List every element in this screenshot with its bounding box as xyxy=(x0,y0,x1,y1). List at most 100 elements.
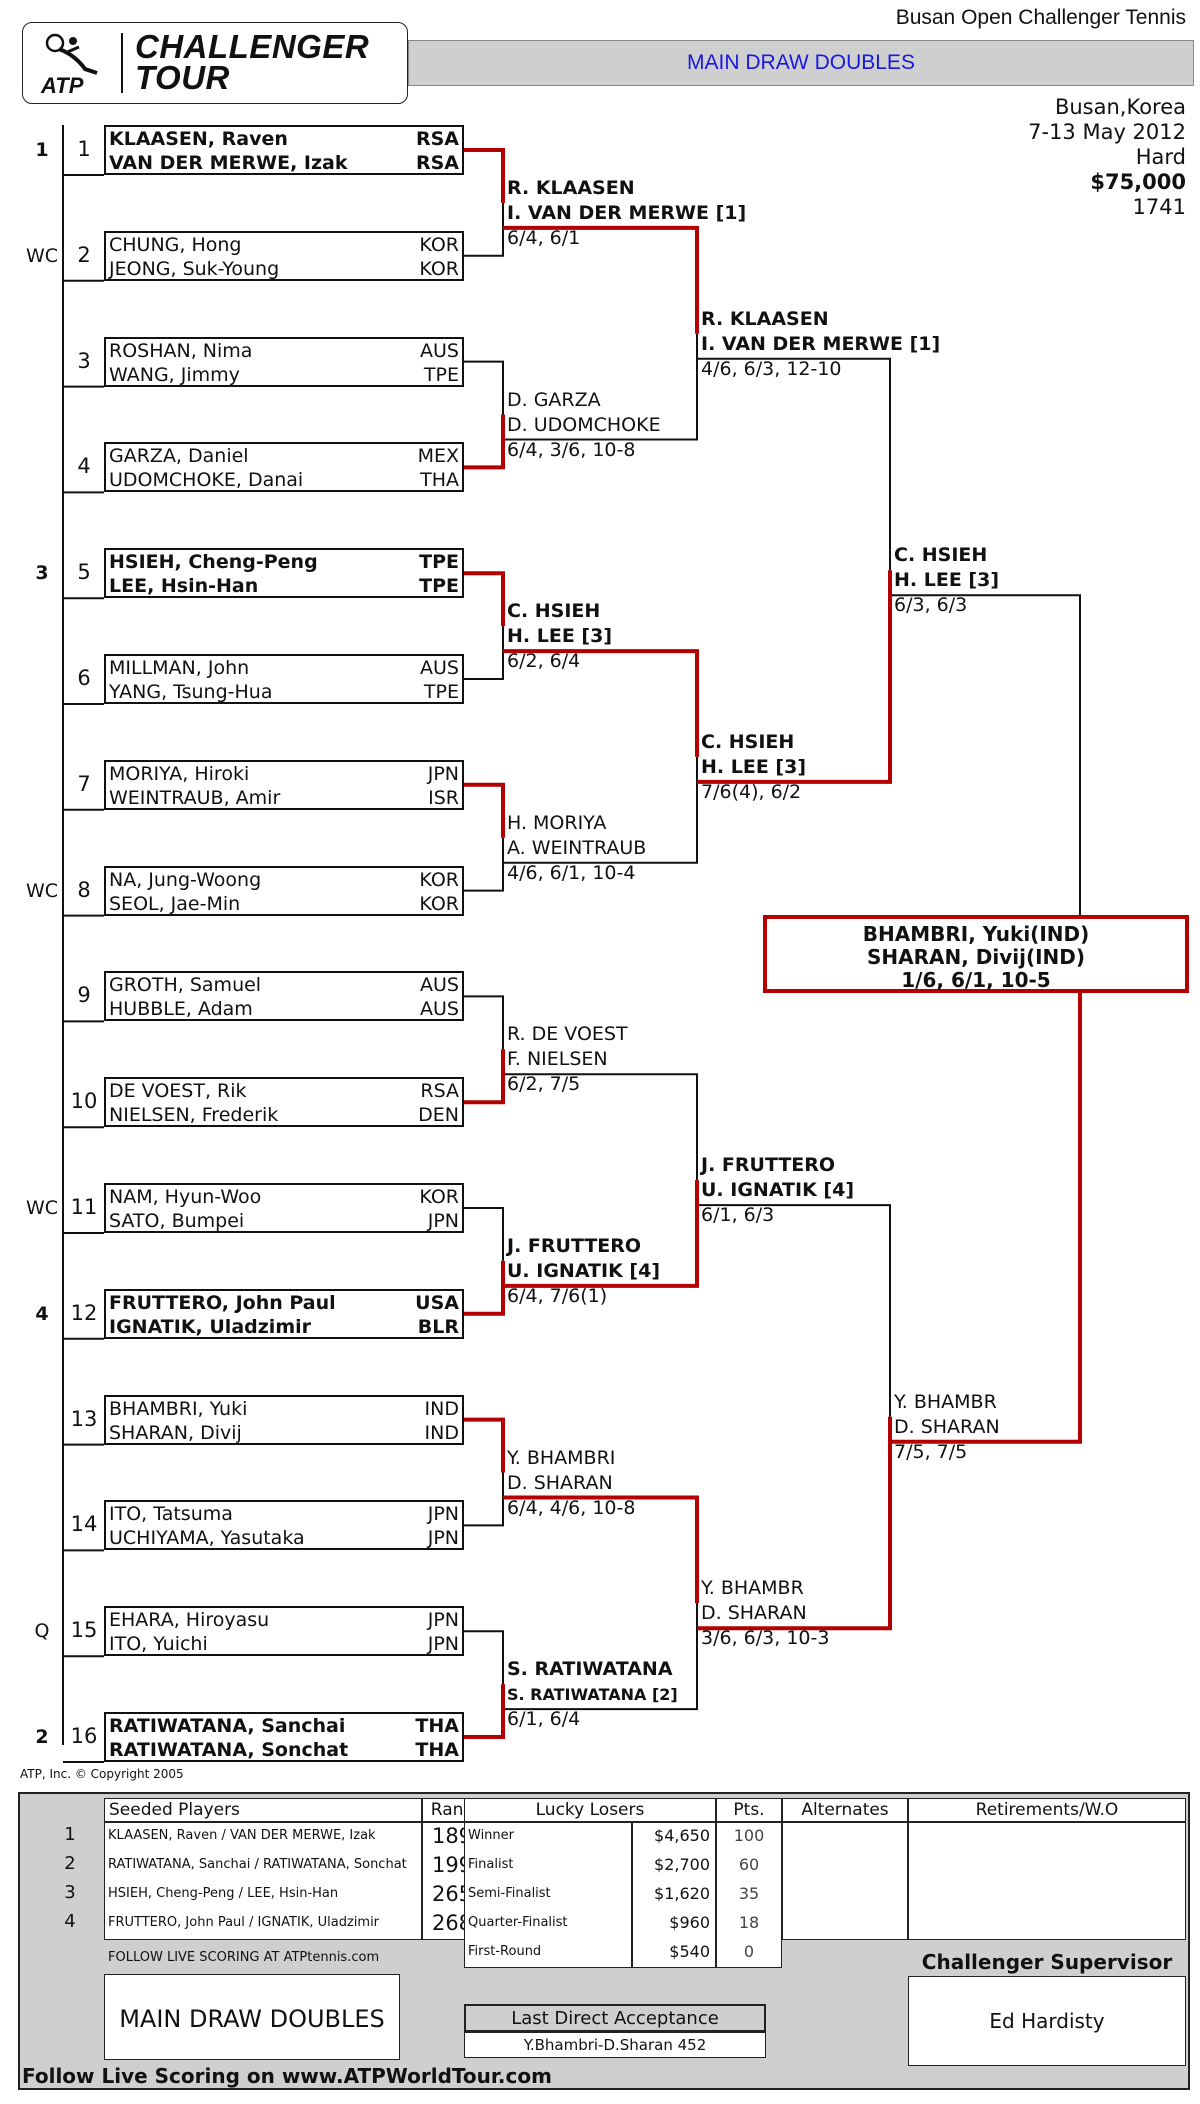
prize-points-cell xyxy=(716,1822,782,1968)
player-country: AUS xyxy=(420,657,459,679)
player-name: DE VOEST, Rik xyxy=(109,1080,247,1103)
round2-score: 6/4, 4/6, 10-8 xyxy=(507,1496,636,1519)
lda-value: Y.Bhambri-D.Sharan 452 xyxy=(523,2036,707,2054)
draw-number: 3 xyxy=(77,348,91,373)
logo-divider xyxy=(121,33,123,93)
player-name: WANG, Jimmy xyxy=(109,363,240,386)
round2-winner-line2: S. RATIWATANA [2] xyxy=(507,1685,678,1705)
player-name: YANG, Tsung-Hua xyxy=(109,681,273,703)
player-name: IGNATIK, Uladzimir xyxy=(109,1315,311,1338)
player-name: BHAMBRI, Yuki xyxy=(109,1397,248,1420)
player-name: RATIWATANA, Sanchai xyxy=(109,1715,346,1737)
player-name: SEOL, Jae-Min xyxy=(109,892,241,915)
player-country: AUS xyxy=(420,998,459,1021)
draw-number: 13 xyxy=(70,1406,98,1431)
semifinals-winner-line1: C. HSIEH xyxy=(894,544,988,567)
draw-type-box: MAIN DRAW DOUBLES xyxy=(104,1974,400,2060)
round2-score: 4/6, 6/1, 10-4 xyxy=(507,861,636,884)
semifinals-score: 7/5, 7/5 xyxy=(894,1440,968,1463)
logo-atp-text: ATP xyxy=(41,73,84,98)
alternates-header-cell: Alternates xyxy=(782,1798,908,1822)
alternates-cell xyxy=(782,1822,908,1940)
prize-round: Winner xyxy=(468,1828,515,1843)
draw-number: 14 xyxy=(70,1512,98,1537)
player-name: SATO, Bumpei xyxy=(109,1210,245,1232)
round2-winner-line1: D. GARZA xyxy=(507,388,601,411)
prize-points: 60 xyxy=(738,1855,760,1874)
quarterfinals-winner-line1: R. KLAASEN xyxy=(701,307,829,330)
follow-big: Follow Live Scoring on www.ATPWorldTour.… xyxy=(22,2064,552,2088)
prize-points: 100 xyxy=(733,1826,765,1845)
player-name: GROTH, Samuel xyxy=(109,974,262,997)
logo-line1: CHALLENGER xyxy=(135,28,370,65)
entry-row2: IGNATIK, Uladzimir BLR xyxy=(109,1315,459,1340)
player-country: JPN xyxy=(427,1609,459,1632)
seed-number: 4 xyxy=(64,1911,76,1932)
player-country: IND xyxy=(424,1421,459,1444)
atp-challenger-logo: ATP CHALLENGER TOUR xyxy=(22,22,408,104)
logo-text: CHALLENGER TOUR xyxy=(135,28,370,94)
lucky-header-cell: Lucky Losers xyxy=(464,1798,716,1822)
seed-tag: 3 xyxy=(35,562,49,585)
player-name: RATIWATANA, Sonchat xyxy=(109,1739,349,1761)
seed-number: 1 xyxy=(64,1824,76,1845)
round2-winner-line1: C. HSIEH xyxy=(507,600,601,623)
seed-tag: Q xyxy=(34,1620,50,1643)
draw-number: 16 xyxy=(70,1724,98,1748)
seed-name: RATIWATANA, Sanchai / RATIWATANA, Soncha… xyxy=(108,1857,407,1872)
player-name: MORIYA, Hiroki xyxy=(109,762,250,785)
prize-points: 18 xyxy=(738,1913,760,1932)
prize-amount: $4,650 xyxy=(654,1826,710,1845)
lucky-header: Lucky Losers xyxy=(535,1800,645,1820)
entry-row2: RATIWATANA, Sonchat THA xyxy=(109,1738,459,1763)
draw-number: 4 xyxy=(77,454,91,479)
tournament-info: Busan,Korea 7-13 May 2012 Hard $75,000 1… xyxy=(1028,95,1186,220)
seed-number: 3 xyxy=(64,1882,76,1903)
retirements-header: Retirements/W.O xyxy=(975,1800,1119,1820)
round2-winner-line2: D. UDOMCHOKE xyxy=(507,413,661,436)
draw-number: 9 xyxy=(77,983,91,1008)
player-country: RSA xyxy=(420,1080,459,1103)
quarterfinals-winner-line1: J. FRUTTERO xyxy=(701,1154,836,1177)
round2-winner-line2: I. VAN DER MERWE [1] xyxy=(507,201,747,224)
prize-round: Finalist xyxy=(468,1857,514,1872)
semifinals-score: 6/3, 6/3 xyxy=(894,594,968,617)
draw-number: 7 xyxy=(77,771,91,796)
player-name: ITO, Tatsuma xyxy=(109,1503,233,1526)
draw-number: 6 xyxy=(77,666,91,690)
prize-amount: $1,620 xyxy=(654,1884,710,1903)
player-country: KOR xyxy=(419,892,459,915)
player-country: THA xyxy=(415,1739,459,1761)
semifinals-winner-line2: D. SHARAN xyxy=(894,1415,1000,1438)
dates: 7-13 May 2012 xyxy=(1028,120,1186,144)
player-country: BLR xyxy=(417,1315,459,1338)
player-name: EHARA, Hiroyasu xyxy=(109,1609,270,1632)
draw-number: 11 xyxy=(70,1195,98,1219)
pts-header-cell: Pts. xyxy=(716,1798,782,1822)
player-name: LEE, Hsin-Han xyxy=(109,575,259,598)
draw-number: 5 xyxy=(77,560,91,585)
quarterfinals-winner-line2: D. SHARAN xyxy=(701,1602,807,1625)
round2-winner-line1: R. DE VOEST xyxy=(507,1023,628,1046)
player-country: AUS xyxy=(420,339,459,362)
quarterfinals-winner-line1: Y. BHAMBR xyxy=(701,1577,804,1600)
seed-tag: WC xyxy=(25,1197,59,1219)
tournament-code: 1741 xyxy=(1132,195,1186,219)
seeded-names-cell xyxy=(104,1822,422,1940)
round2-winner-line2: A. WEINTRAUB xyxy=(507,836,647,859)
prize-amount: $960 xyxy=(669,1913,710,1932)
round2-score: 6/1, 6/4 xyxy=(507,1708,581,1731)
round2-winner-line1: R. KLAASEN xyxy=(507,176,635,199)
bracket-lines xyxy=(62,125,1082,1763)
